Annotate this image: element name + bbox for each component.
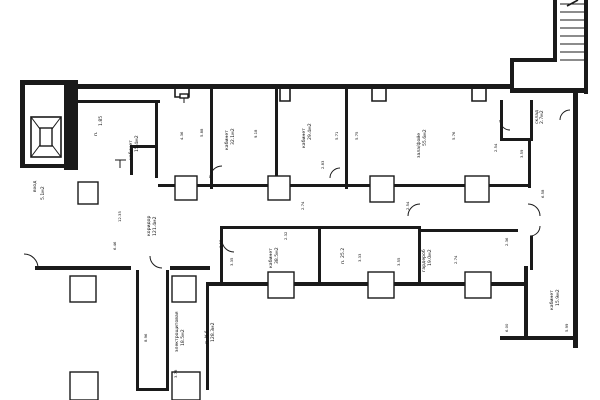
elevator-shaft [30, 116, 62, 158]
top-partitions [76, 89, 533, 189]
stair-tower [510, 0, 588, 94]
dim-5: 5.71 [334, 131, 339, 140]
room-office-big-name: кабинет [224, 130, 230, 150]
room-office-left-area: 15.4м2 [134, 135, 140, 152]
room-6-area: 128.3м2 [210, 322, 216, 342]
dim-3: 9.18 [253, 129, 258, 138]
dim-2: 4.36 [179, 131, 184, 140]
dim-22: 6.58 [540, 189, 545, 198]
dim-25: 2.32 [283, 231, 288, 240]
room-small-area: 2.7м2 [539, 110, 545, 124]
room-entrance-name: вход [33, 181, 38, 192]
dim-10: 12.35 [117, 211, 122, 222]
dim-19: 8.96 [143, 333, 148, 342]
room-hall-room-name: зала/фойе [415, 133, 422, 158]
dim-7: 2.54 [493, 143, 498, 152]
room-corridor-name: коридор [147, 216, 152, 236]
room-office-mid-area: 29.4м2 [307, 123, 313, 140]
room-office-mid-name: кабинет [301, 128, 307, 148]
room-office-left-name: кабинет [128, 140, 134, 160]
room-bottom-3-name: гардероб [421, 249, 427, 272]
room-6-name: п. №6 [204, 330, 210, 344]
dim-9: 6.46 [112, 241, 117, 250]
wall-niches [174, 89, 487, 102]
room-bottom-1-area: 38.5м2 [274, 247, 280, 264]
room-hall-room-area: 55.6м2 [422, 129, 428, 146]
room-bottom-1-name: кабинет [268, 248, 274, 268]
room-office-big-area: 32.1м2 [230, 128, 236, 145]
dim-13: 2.54 [405, 201, 410, 210]
room-bottom-2-name: п. [341, 260, 346, 264]
dim-15: 3.55 [396, 257, 401, 266]
dim-24: 3.18 [218, 239, 223, 248]
dim-20: 3.78 [173, 369, 178, 378]
room-corridor-area: 121.4м2 [152, 216, 158, 236]
room-hall-area: 1.85 [98, 116, 104, 126]
room-small-name: склад [535, 110, 540, 124]
dim-18: 5.99 [564, 323, 569, 332]
room-bottom-left-name: электрощитовая [175, 311, 180, 352]
room-bottom-right-area: 15.9м2 [555, 289, 561, 306]
room-bottom-left-area: 18.5м2 [180, 329, 186, 346]
door-swings [23, 109, 571, 269]
dim-4: 5.75 [354, 131, 359, 140]
dim-8: 3.59 [519, 149, 524, 158]
columns [69, 175, 492, 400]
room-bottom-2-area: 25.2 [340, 248, 346, 258]
room-hall-name: п. [94, 132, 99, 136]
dim-1: 5.88 [199, 128, 204, 137]
dim-6: 5.76 [451, 131, 456, 140]
dim-14: 3.33 [357, 253, 362, 262]
dimension-labels: 5.88 4.36 9.18 5.75 5.71 5.76 2.54 3.59 … [112, 128, 569, 378]
dim-11: 2.74 [300, 201, 305, 210]
stair-arrow-left [115, 93, 189, 168]
dim-17: 6.00 [504, 323, 509, 332]
room-bottom-3-area: 19.0м2 [427, 249, 433, 266]
lower-partitions [136, 226, 533, 391]
room-entrance-area: 5.1м2 [40, 186, 46, 200]
dim-12: 2.83 [320, 160, 325, 169]
room-bottom-right-name: кабинет [549, 290, 555, 310]
dim-21: 3.35 [229, 257, 234, 266]
room-labels: п. 1.85 кабинет 15.4м2 кабинет 32.1м2 ка… [33, 110, 561, 352]
dim-16: 2.74 [453, 255, 458, 264]
dim-23: 2.36 [504, 237, 509, 246]
